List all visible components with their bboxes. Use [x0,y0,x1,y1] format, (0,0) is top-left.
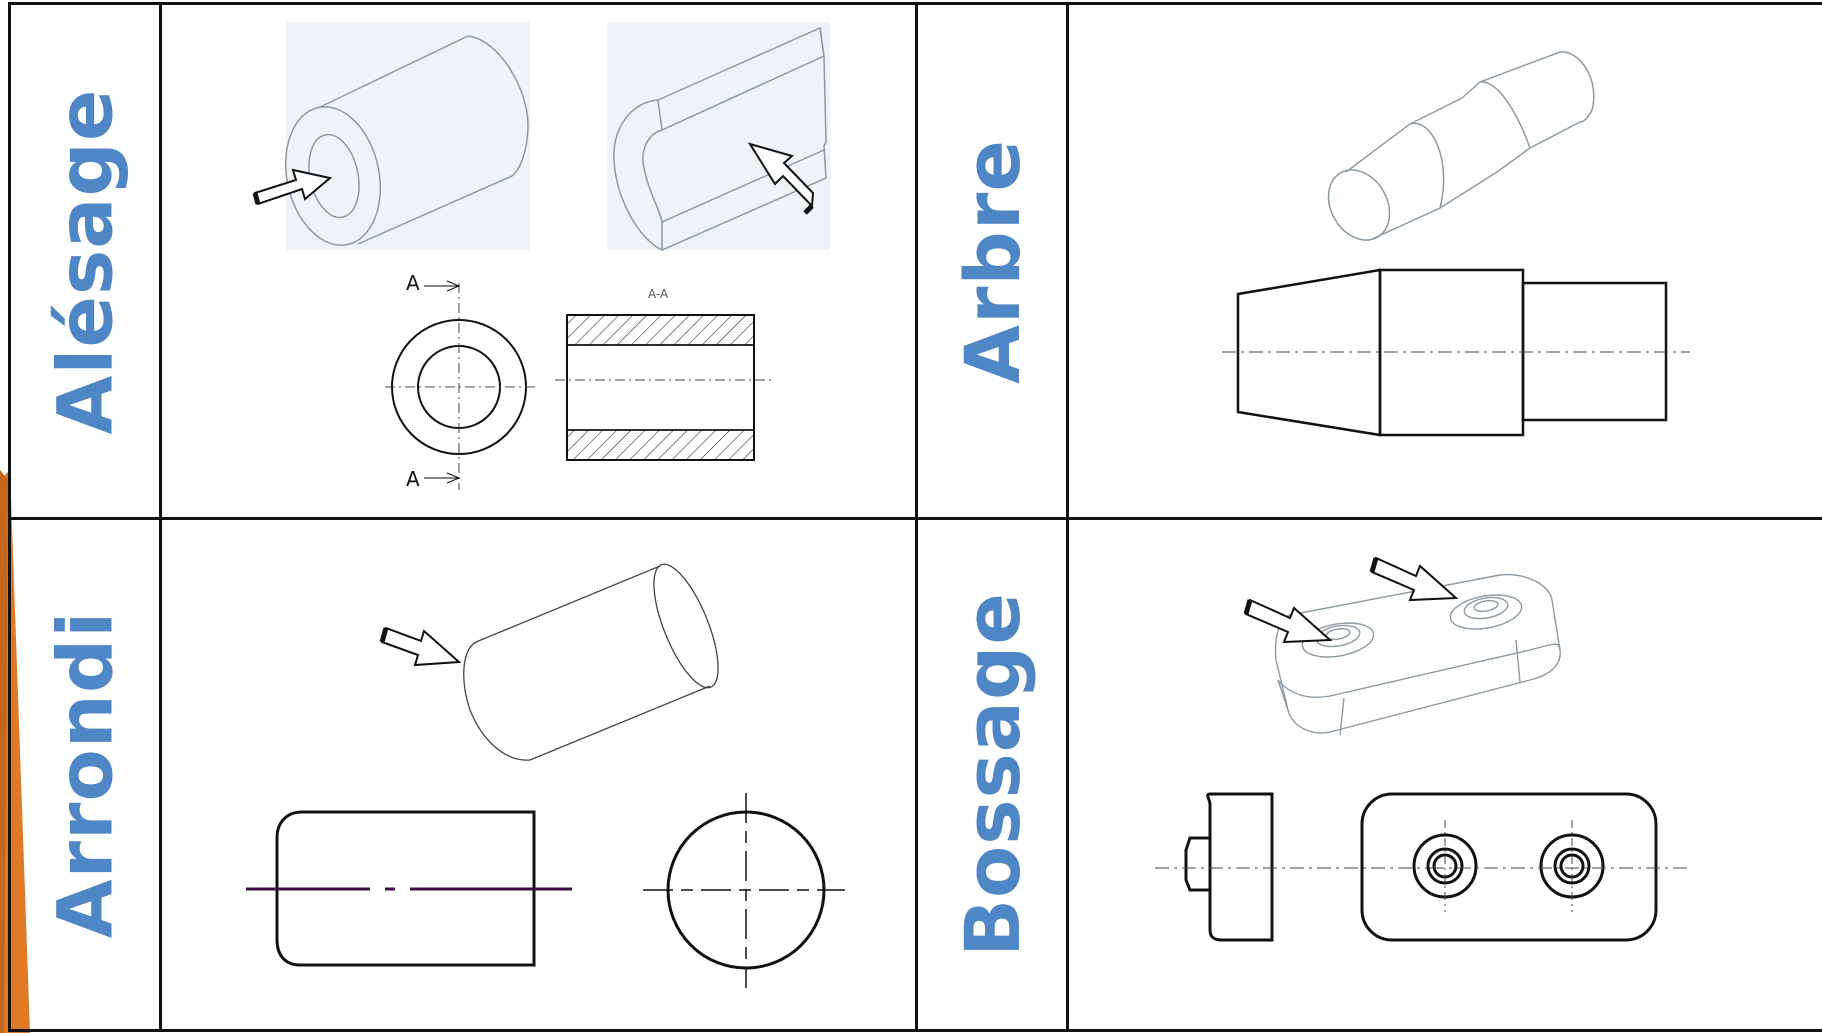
accent-strip [0,470,30,1033]
alesage-section-view [555,314,772,461]
section-tag-bottom: A [406,467,420,491]
arrow-bossage-right [1369,556,1459,602]
arrow-bossage-left [1243,598,1333,644]
alesage-front-view [385,280,535,490]
section-tag-top: A [406,271,420,295]
grid-col-divider-2 [915,2,918,1032]
arrow-arrondi-iso [379,626,462,667]
grid-col-divider-1 [159,2,162,1032]
arbre-ortho-view [1222,268,1690,437]
arrondi-side-view [246,810,572,967]
grid-left-border [8,2,11,1032]
alesage-iso-bore-view [252,22,530,250]
arrondi-iso-view [463,563,719,761]
grid-col-divider-3 [1066,2,1069,1032]
section-title: A-A [648,287,669,301]
arbre-iso-view [1327,51,1595,241]
bossage-top-view [1360,792,1690,942]
bossage-side-view [1155,792,1430,942]
arrow-bore-iso [252,168,333,206]
alesage-iso-cutaway-view [607,22,830,251]
arrow-cutaway-iso [747,142,815,215]
arrondi-end-view [643,793,845,988]
